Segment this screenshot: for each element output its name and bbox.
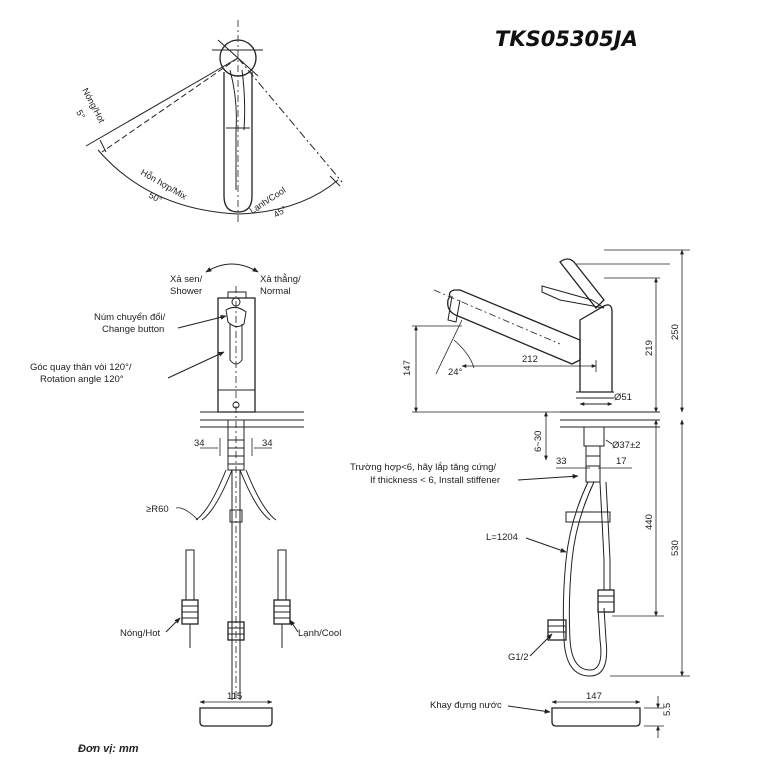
dim-440: 440 bbox=[644, 514, 655, 530]
top-view: Nóng/Hot 5° Hỗn hợp/Mix 50° Lạnh/Cool 45… bbox=[74, 20, 343, 222]
dim-147-vertical: 147 bbox=[402, 360, 413, 376]
faucet-body bbox=[217, 297, 256, 413]
rotation-arc bbox=[97, 149, 339, 215]
dim-34-left: 34 bbox=[194, 438, 205, 449]
hot-supply-label: Nóng/Hot bbox=[120, 628, 160, 639]
mix-limit-line bbox=[101, 57, 239, 153]
cool-hose-upper bbox=[245, 469, 277, 521]
mix-angle-value: 50° bbox=[147, 190, 164, 205]
cool-angle-value: 45° bbox=[272, 204, 289, 220]
change-button-label: Núm chuyển đổi/ bbox=[94, 312, 166, 323]
hot-angle-value: 5° bbox=[74, 108, 87, 121]
rotation-label-en: Rotation angle 120° bbox=[40, 374, 124, 385]
faucet-body-side bbox=[579, 304, 613, 393]
dim-33: 33 bbox=[556, 456, 567, 467]
dim-17: 17 bbox=[616, 456, 627, 467]
hose-length-label: L=1204 bbox=[486, 532, 518, 543]
hot-limit-line bbox=[85, 57, 239, 147]
shower-label-en: Shower bbox=[170, 286, 202, 297]
thread-label: G1/2 bbox=[508, 652, 529, 663]
dim-212: 212 bbox=[522, 354, 538, 365]
mix-angle-label: Hỗn hợp/Mix bbox=[139, 167, 189, 202]
unit-label: Đơn vị: mm bbox=[78, 743, 139, 755]
shower-label: Xả sen/ bbox=[170, 274, 203, 285]
mode-arrow bbox=[205, 263, 259, 273]
dim-530: 530 bbox=[670, 540, 681, 556]
cool-limit-line bbox=[237, 57, 343, 183]
radius-label: ≥R60 bbox=[146, 504, 169, 515]
rotation-label: Góc quay thân vòi 120°/ bbox=[30, 362, 132, 373]
water-tray-front bbox=[199, 707, 273, 727]
model-title: TKS05305JA bbox=[495, 27, 638, 51]
front-view: Xả sen/ Shower Xả thẳng/ Normal Núm chuy… bbox=[30, 263, 341, 727]
dim-6-30: 6~30 bbox=[533, 431, 544, 452]
shower-hose-loop bbox=[562, 481, 608, 677]
hot-angle-label: Nóng/Hot bbox=[80, 86, 107, 125]
tray-label: Khay đựng nước bbox=[430, 700, 502, 711]
stiffener-note-en: If thickness < 6, Install stiffener bbox=[370, 475, 500, 486]
dim-34-right: 34 bbox=[262, 438, 273, 449]
water-tray-side bbox=[551, 707, 641, 727]
tray-width-label: 147 bbox=[586, 691, 602, 702]
hot-hose-upper bbox=[195, 469, 227, 521]
tray-height-label: 5.5 bbox=[662, 703, 673, 716]
dim-219: 219 bbox=[644, 340, 655, 356]
lever-side bbox=[559, 258, 605, 309]
normal-label: Xả thẳng/ bbox=[260, 273, 301, 285]
stiffener-note-vi: Trường hợp<6, hãy lắp tăng cứng/ bbox=[350, 462, 496, 473]
dim-37: Ø37±2 bbox=[612, 440, 640, 451]
cool-supply-label: Lạnh/Cool bbox=[298, 628, 341, 639]
dim-51: Ø51 bbox=[614, 392, 632, 403]
dim-250: 250 bbox=[670, 324, 681, 340]
change-button-label-en: Change button bbox=[102, 324, 164, 335]
pull-out-spout bbox=[447, 289, 581, 365]
angle-24-label: 24° bbox=[448, 367, 463, 378]
side-view: 24° 147 212 219 250 Ø51 Ø37±2 6~3 bbox=[350, 249, 690, 738]
base-width-label: 115 bbox=[227, 691, 242, 702]
normal-label-en: Normal bbox=[260, 286, 291, 297]
